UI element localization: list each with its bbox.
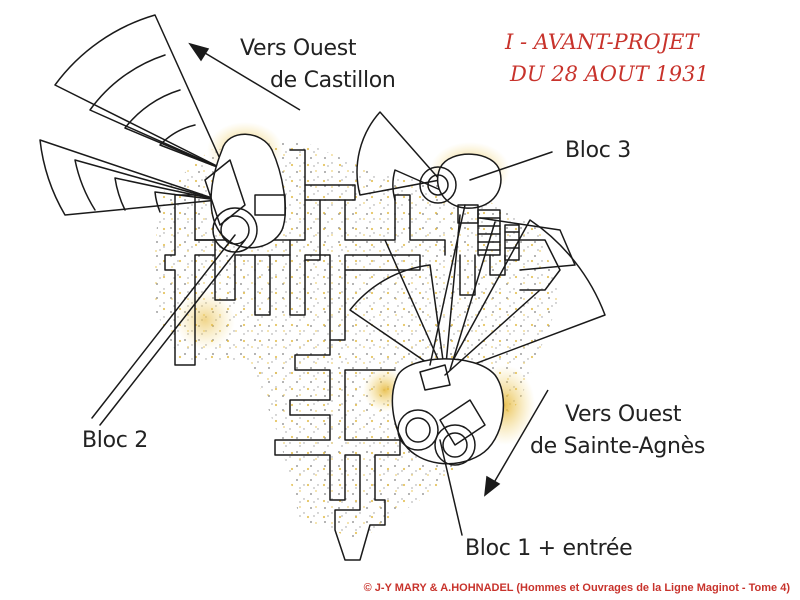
- label-vers-ouest-castillon-1: Vers Ouest: [240, 36, 357, 61]
- ground-glow-west: [175, 290, 235, 350]
- plan-title-line1: I - AVANT-PROJET: [505, 30, 699, 54]
- bloc2-leader-line-2: [99, 239, 246, 426]
- arrow-west-sainte-agnes: [491, 389, 549, 487]
- sight-lines: [429, 204, 541, 376]
- label-vers-ouest-sainte-agnes-1: Vers Ouest: [565, 402, 682, 427]
- bloc2-structure: [204, 133, 287, 253]
- bloc3-leader-line: [469, 151, 553, 181]
- label-bloc-1: Bloc 1 + entrée: [465, 536, 633, 561]
- arrow-west-castillon: [199, 49, 301, 111]
- bloc3-stair: [477, 209, 520, 261]
- gallery-network: [164, 149, 561, 561]
- copyright-notice: © J-Y MARY & A.HOHNADEL (Hommes et Ouvra…: [363, 582, 790, 594]
- label-vers-ouest-castillon-2: de Castillon: [270, 68, 396, 93]
- bloc1-firing-sector: [349, 214, 606, 376]
- arrow-head-castillon-icon: [188, 42, 210, 62]
- bloc2-firing-sector: [39, 14, 226, 216]
- label-bloc-2: Bloc 2: [82, 428, 148, 453]
- bloc1-leader-line: [439, 439, 463, 536]
- bloc2-leader-line: [91, 234, 236, 419]
- label-vers-ouest-sainte-agnes-2: de Sainte-Agnès: [530, 434, 706, 459]
- bloc3-structure: [419, 153, 576, 271]
- label-bloc-3: Bloc 3: [565, 138, 631, 163]
- arrow-head-sainte-agnes-icon: [484, 475, 501, 497]
- plan-title-line2: DU 28 AOUT 1931: [510, 62, 709, 86]
- bloc1-structure: [391, 358, 505, 466]
